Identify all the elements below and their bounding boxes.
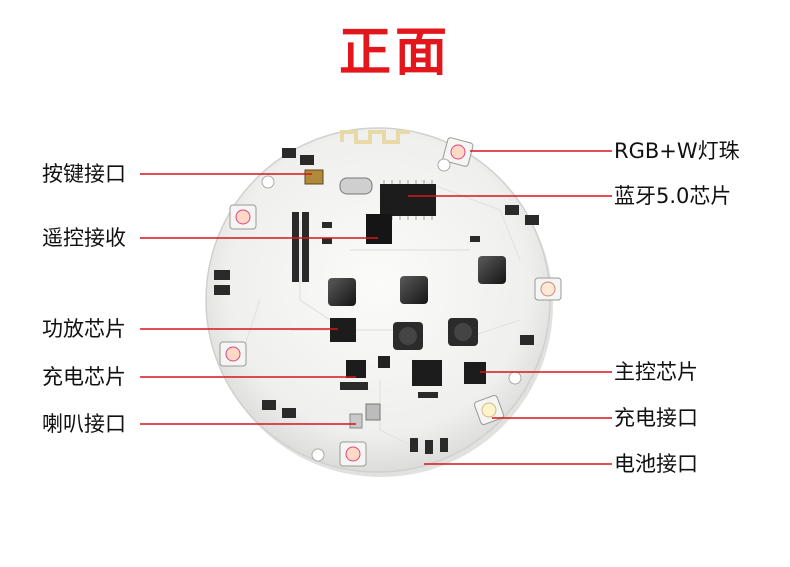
button-connector: [304, 169, 324, 185]
charge-chip: [346, 360, 366, 378]
page-title: 正面: [338, 23, 451, 83]
edge-components: [214, 148, 539, 454]
inductors: [393, 318, 478, 350]
label-button-interface: 按键接口: [42, 162, 126, 186]
label-ir-receiver: 遥控接收: [42, 226, 126, 250]
smd-row-2: [418, 392, 438, 398]
antenna-trace: [340, 130, 410, 144]
label-bluetooth-chip: 蓝牙5.0芯片: [614, 184, 732, 208]
ir-receiver: [366, 214, 392, 244]
transistor: [378, 356, 390, 368]
smd-row: [340, 382, 368, 390]
label-main-control-chip: 主控芯片: [614, 360, 698, 384]
mounting-holes: [261, 158, 522, 462]
crystal: [339, 177, 373, 195]
label-charge-port: 充电接口: [614, 406, 698, 430]
label-battery-interface: 电池接口: [614, 452, 698, 476]
label-charge-chip: 充电芯片: [42, 365, 126, 389]
main-control-chip: [412, 360, 486, 386]
label-amp-chip: 功放芯片: [42, 317, 126, 341]
resistor-column: [292, 212, 480, 282]
amp-chip: [330, 318, 356, 342]
label-speaker-interface: 喇叭接口: [42, 412, 126, 436]
bluetooth-chip: [380, 180, 436, 220]
capacitors: [328, 256, 506, 306]
leader-lines: [140, 150, 612, 465]
label-rgbw-led: RGB+W灯珠: [614, 139, 740, 163]
